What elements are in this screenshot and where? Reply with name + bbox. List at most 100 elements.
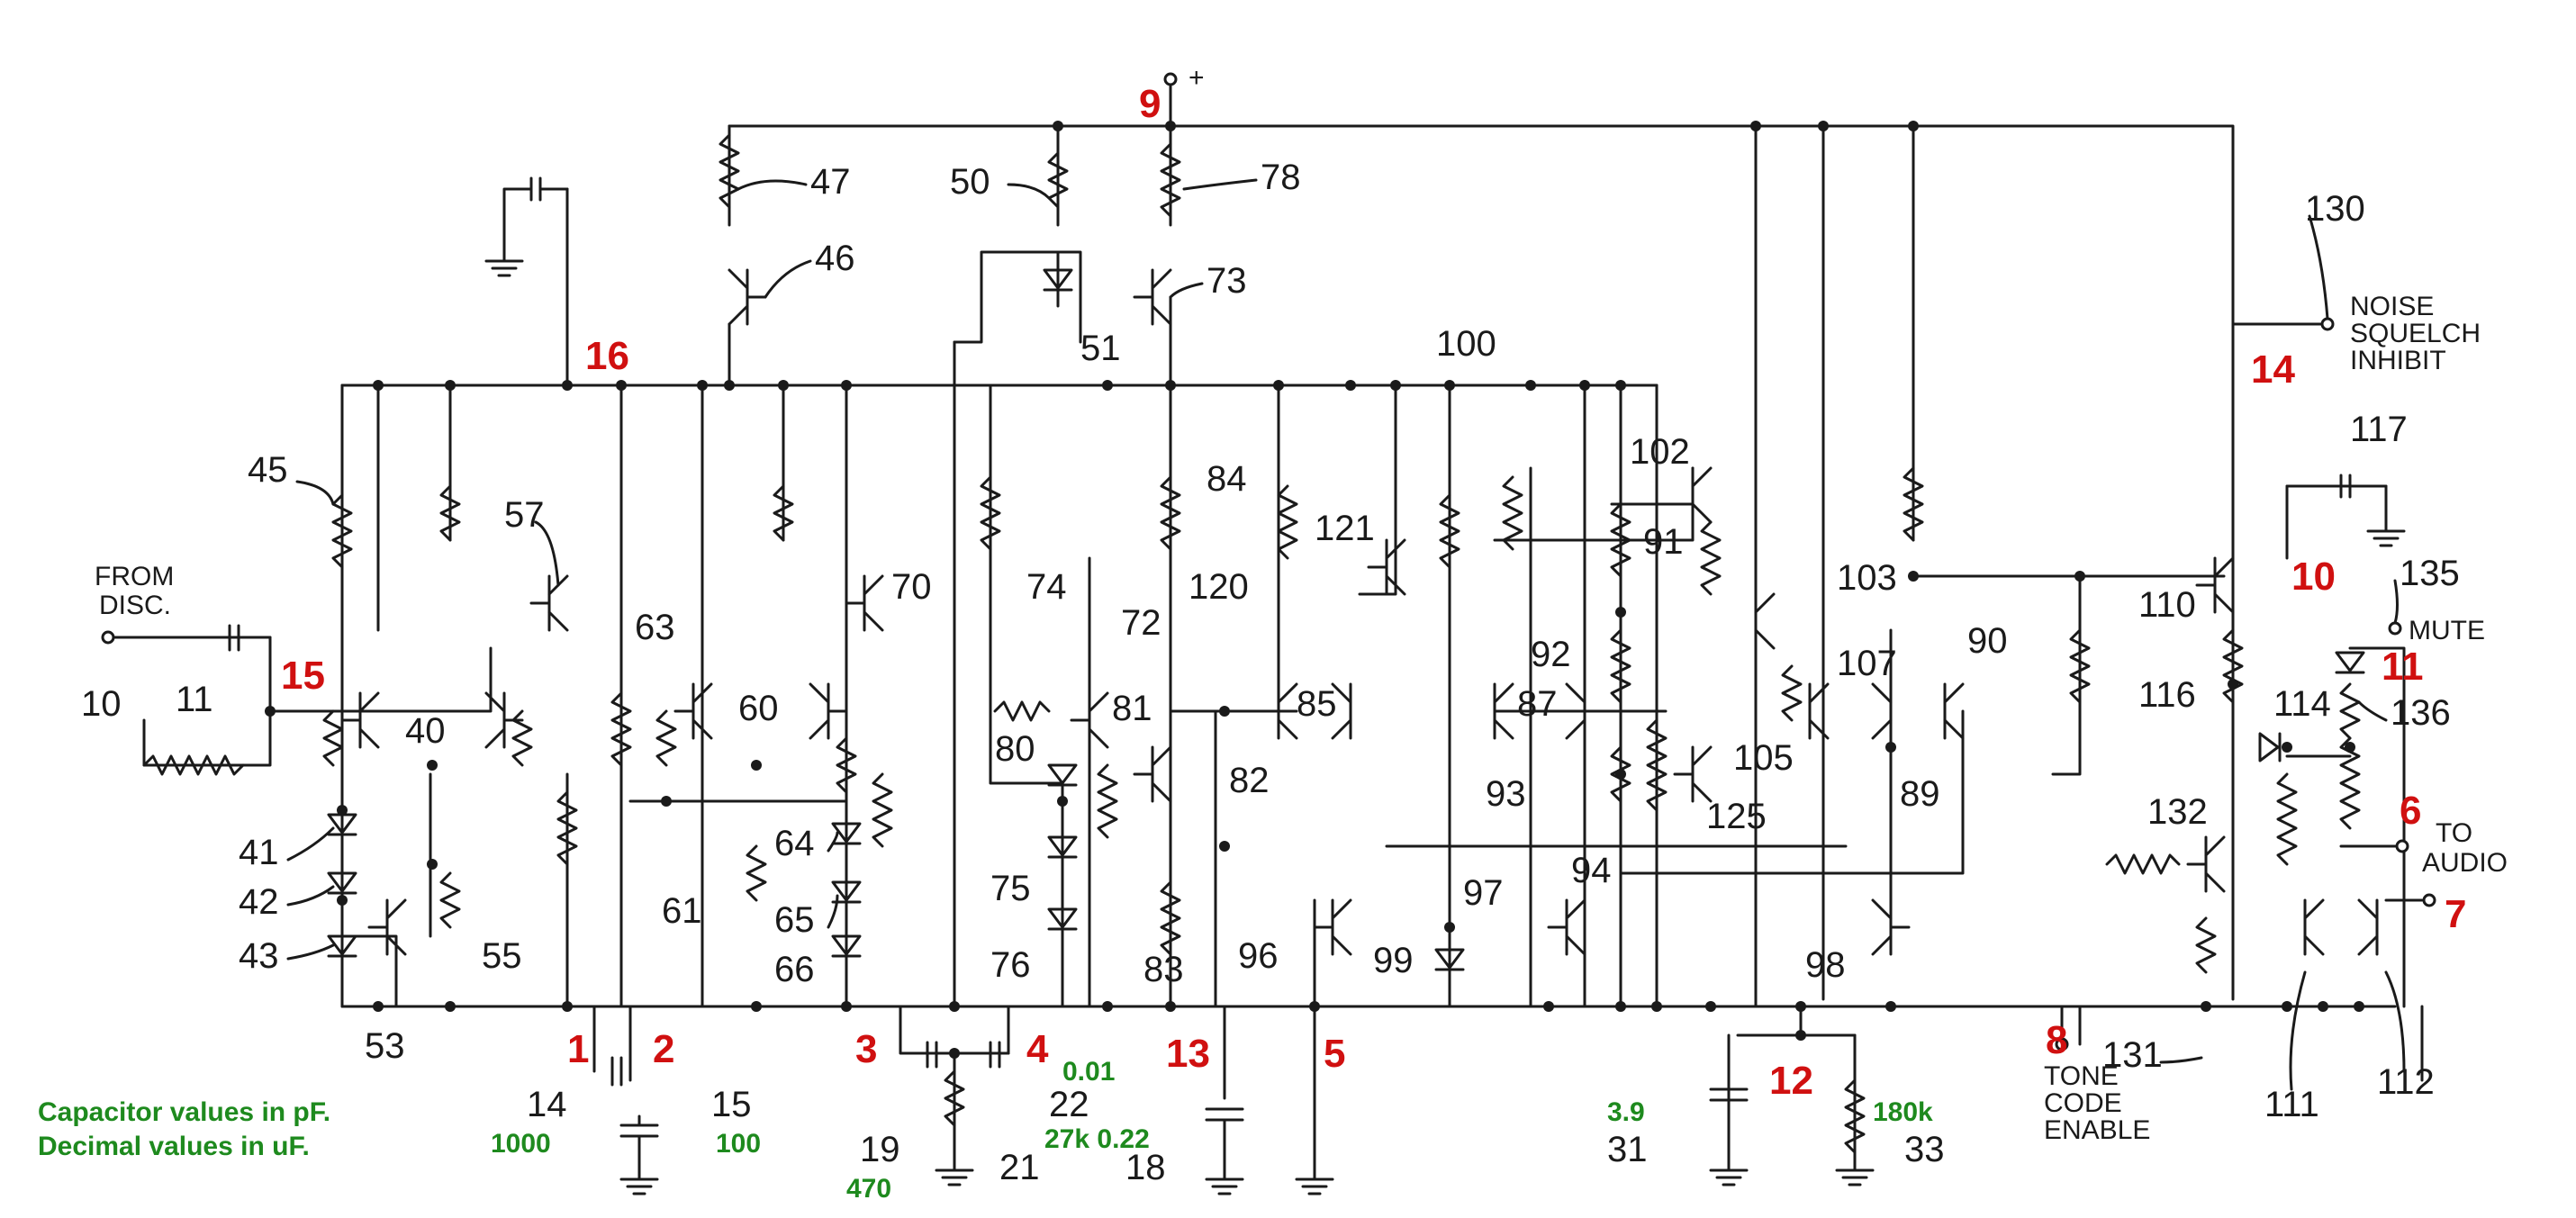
resistor-45: [331, 493, 353, 569]
pin-3: 3: [855, 1027, 877, 1071]
resistor-93: [1610, 745, 1631, 803]
tone-label-line2: CODE: [2044, 1088, 2122, 1118]
value-r33: 180k: [1873, 1097, 1933, 1127]
diode-136: [2335, 651, 2365, 674]
from-disc-label-line1: FROM: [95, 562, 174, 591]
transistor-87-left: [1493, 682, 1514, 740]
value-c22: 0.01: [1062, 1057, 1115, 1087]
capacitors: [205, 176, 2388, 1172]
value-c19: 470: [846, 1174, 891, 1204]
ref-70: 70: [891, 567, 932, 607]
ref-83: 83: [1143, 950, 1184, 989]
ref-10: 10: [81, 684, 122, 724]
pin-1: 1: [567, 1027, 589, 1071]
transistors: [340, 268, 2379, 956]
supply-label: +: [1189, 63, 1205, 93]
ref-85: 85: [1297, 684, 1337, 724]
pin-13: 13: [1166, 1032, 1210, 1076]
reference-designators: 10 11 14 15 18 19 21 22 31 33 40 41 42 4…: [81, 158, 2460, 1187]
transistor-46: [728, 268, 767, 326]
ref-132: 132: [2147, 792, 2208, 832]
capacitor-117: [2339, 474, 2388, 524]
ref-76: 76: [990, 945, 1031, 985]
ref-21: 21: [999, 1148, 1040, 1187]
resistor-47: [719, 133, 740, 209]
ref-102: 102: [1630, 432, 1690, 472]
ref-96: 96: [1238, 936, 1279, 976]
capacitor-19: [926, 1041, 938, 1069]
resistor-60-top: [773, 484, 794, 542]
transistor-40-right: [484, 691, 524, 749]
ref-33: 33: [1904, 1130, 1945, 1169]
diodes: [327, 250, 2365, 971]
transistor-60-left: [673, 682, 713, 740]
ref-94: 94: [1571, 851, 1612, 890]
ref-72: 72: [1121, 603, 1161, 643]
pin-7: 7: [2445, 892, 2466, 936]
pin-16: 16: [585, 334, 629, 378]
ref-82: 82: [1229, 761, 1270, 800]
resistor-74: [980, 475, 1001, 551]
resistor-102: [1700, 520, 1722, 596]
capacitor-14: [610, 1056, 623, 1087]
ref-80: 80: [995, 729, 1035, 769]
ref-31: 31: [1607, 1130, 1648, 1169]
junction-dots: [265, 121, 2364, 1059]
resistor-11: [142, 754, 245, 776]
ref-14: 14: [527, 1085, 567, 1124]
ref-50: 50: [950, 162, 990, 202]
ref-40: 40: [405, 711, 446, 751]
transistor-111: [2303, 898, 2325, 956]
ref-136: 136: [2391, 693, 2451, 733]
resistor-33: [1844, 1078, 1866, 1154]
ref-105: 105: [1733, 738, 1794, 778]
resistor-132-emitter: [2195, 916, 2217, 974]
resistor-103: [1781, 664, 1803, 722]
ref-131: 131: [2102, 1035, 2163, 1075]
ref-84: 84: [1207, 459, 1247, 499]
ref-43: 43: [239, 936, 279, 976]
transistor-82: [1133, 745, 1172, 803]
pin-6: 6: [2400, 789, 2421, 833]
ref-110: 110: [2138, 585, 2196, 625]
ref-15: 15: [711, 1085, 752, 1124]
diode-76: [1047, 907, 1078, 931]
pin-2: 2: [653, 1027, 674, 1071]
ref-78: 78: [1261, 158, 1301, 197]
ref-19: 19: [860, 1130, 900, 1169]
pin-4: 4: [1026, 1027, 1049, 1071]
capacitor-18: [1205, 1107, 1244, 1172]
capacitor-top-left: [502, 176, 569, 254]
diode-51: [1043, 250, 1073, 308]
capacitor-31: [1709, 1087, 1749, 1163]
capacitor-22: [989, 1041, 1001, 1069]
noise-label-line2: SQUELCH: [2350, 319, 2481, 348]
ref-112: 112: [2377, 1062, 2435, 1102]
ground-symbols: [484, 250, 2406, 1195]
diode-42: [327, 871, 357, 895]
terminals: [101, 72, 2436, 1051]
value-r21-c18: 27k 0.22: [1044, 1124, 1150, 1154]
ref-121: 121: [1315, 509, 1375, 548]
mute-label: MUTE: [2409, 616, 2485, 645]
transistor-70: [845, 574, 884, 632]
ref-11: 11: [176, 680, 213, 719]
value-c14: 1000: [491, 1129, 551, 1159]
signal-labels: + FROM DISC. NOISE SQUELCH INHIBIT MUTE …: [95, 63, 2508, 1145]
transistor-107: [1808, 682, 1830, 740]
transistor-89: [1871, 682, 1893, 740]
ref-45: 45: [248, 450, 288, 490]
ref-114: 114: [2273, 684, 2331, 724]
transistor-102: [1691, 466, 1713, 524]
ref-66: 66: [774, 950, 815, 989]
transistor-96: [1313, 898, 1352, 956]
ref-91: 91: [1643, 522, 1684, 562]
resistors: [142, 133, 2361, 1154]
tone-label-line3: ENABLE: [2044, 1115, 2150, 1145]
transistor-110: [2195, 556, 2235, 614]
ref-51: 51: [1080, 329, 1121, 368]
resistor-81-emitter: [1097, 763, 1118, 839]
ref-100: 100: [1436, 324, 1496, 364]
ref-125: 125: [1706, 797, 1767, 836]
pin-5: 5: [1324, 1032, 1345, 1076]
